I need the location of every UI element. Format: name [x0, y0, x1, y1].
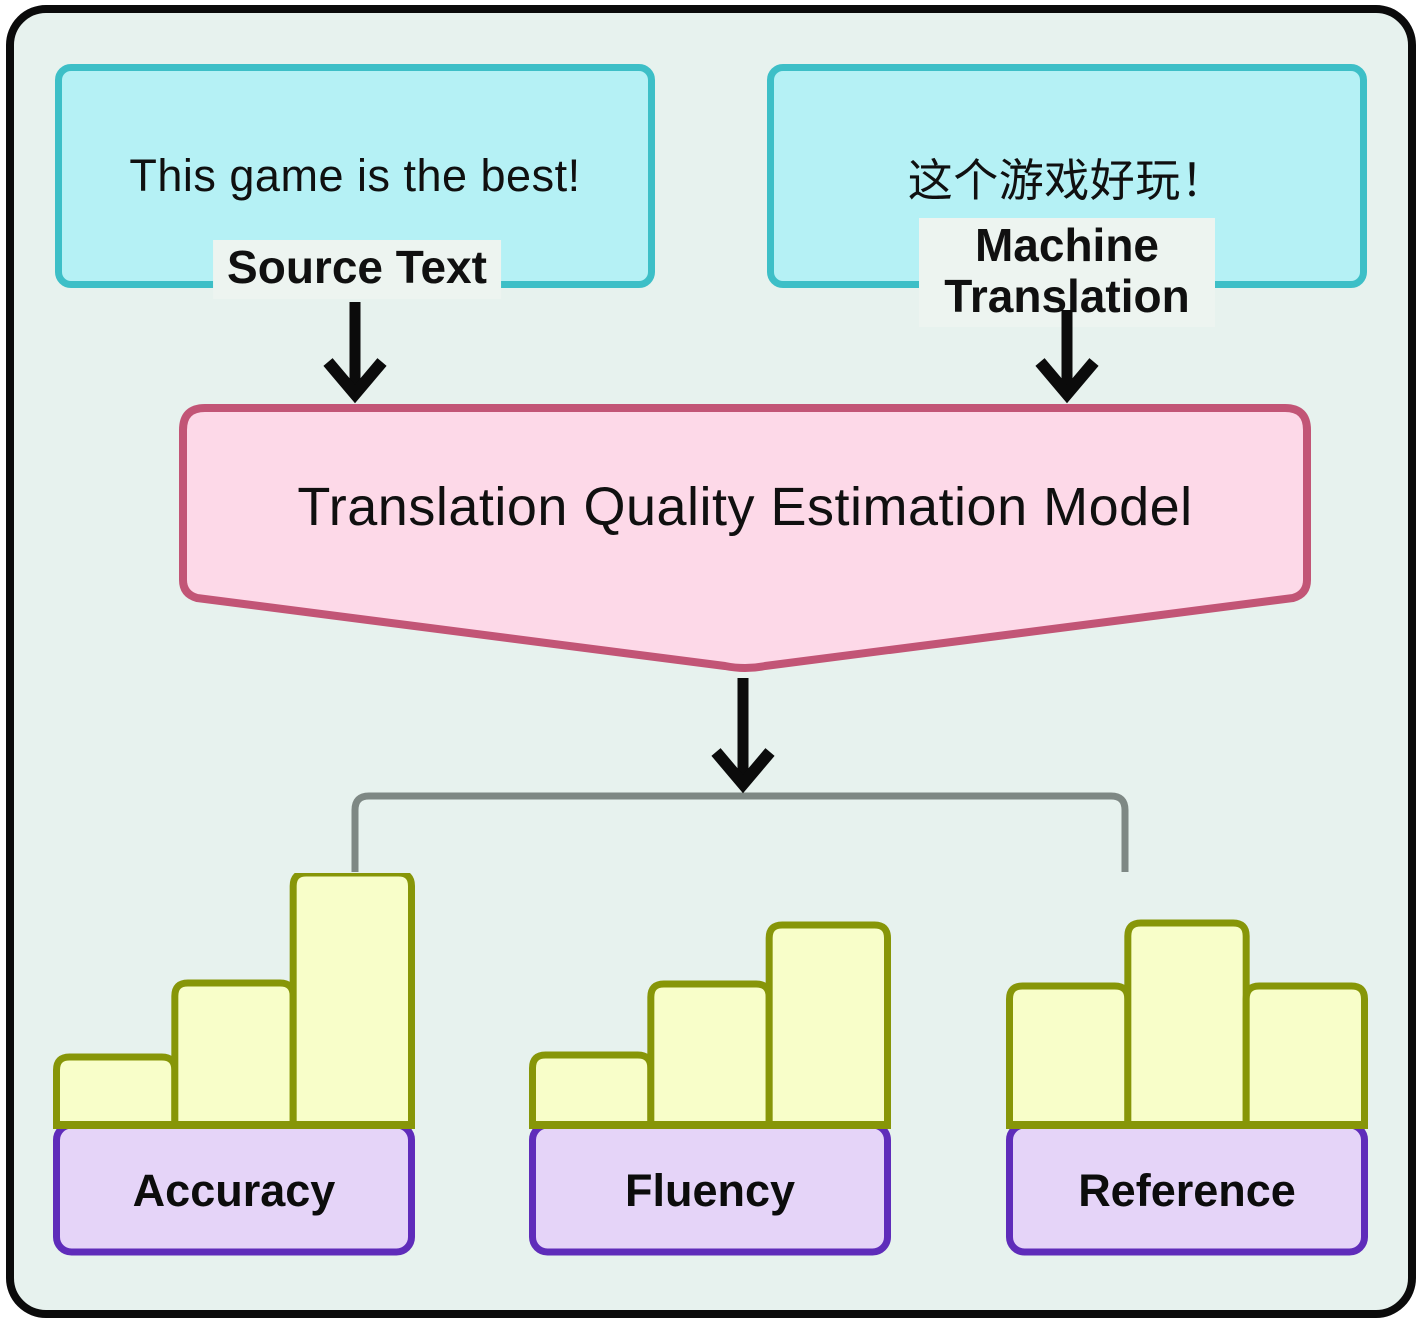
output-group-fluency: Fluency: [529, 873, 891, 1257]
output-group-accuracy: Accuracy: [53, 873, 415, 1257]
output-label: Accuracy: [132, 1165, 336, 1216]
score-bars-icon: [53, 873, 415, 1256]
source-text: This game is the best!: [129, 150, 581, 201]
split-bracket: [351, 792, 1129, 872]
machine-translation-text: 这个游戏好玩！: [907, 154, 1227, 206]
machine-translation-label: Machine Translation: [919, 218, 1215, 328]
arrow-down-icon: [711, 678, 775, 794]
output-label: Fluency: [624, 1165, 796, 1216]
arrow-down-icon: [323, 302, 387, 404]
source-text-label: Source Text: [213, 240, 501, 299]
model-banner-shape: [179, 404, 1311, 672]
model-title: Translation Quality Estimation Model: [297, 477, 1193, 537]
output-group-reference: Reference: [1006, 873, 1368, 1257]
arrow-down-icon: [1035, 310, 1099, 404]
score-bars-icon: [529, 921, 891, 1256]
output-label: Reference: [1078, 1165, 1296, 1216]
score-bars-icon: [1006, 919, 1368, 1256]
